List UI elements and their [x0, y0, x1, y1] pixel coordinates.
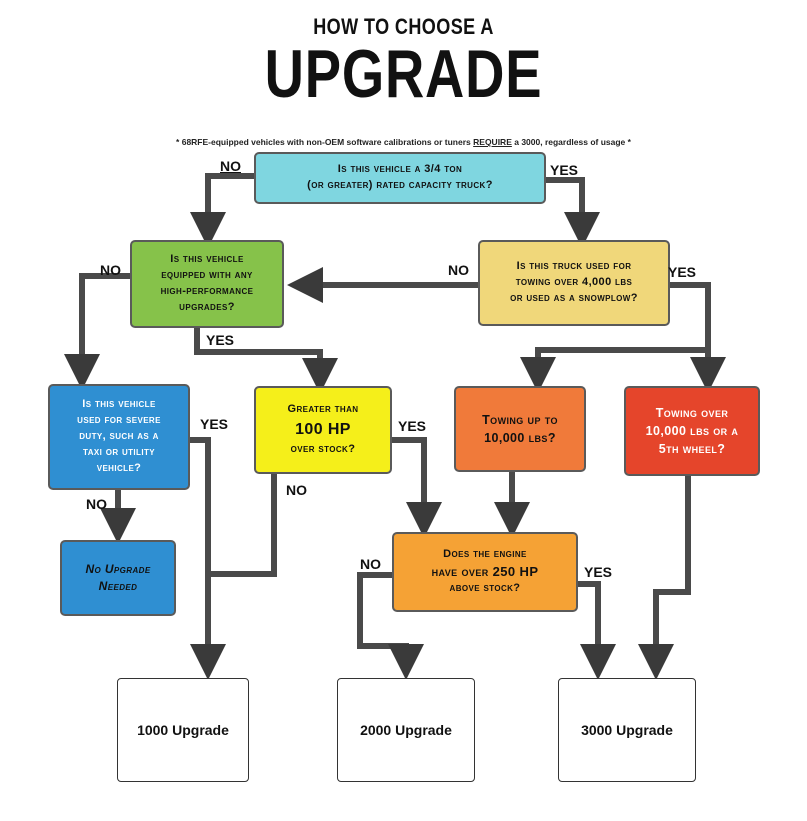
note-text-after: a 3000, regardless of usage * — [511, 137, 631, 147]
node-100hp-question: Greater than 100 HP over stock? — [254, 386, 392, 474]
tow10k-line1: Towing up to — [482, 412, 558, 427]
capacity-line1: Is this vehicle a 3/4 ton — [337, 163, 463, 176]
no-upgrade-line2: Needed — [98, 579, 138, 593]
label-severe-no: NO — [86, 496, 107, 512]
edge-capacity-no — [190, 173, 254, 248]
edge-100hp-yes — [392, 437, 442, 538]
250hp-line2: have over 250 HP — [431, 563, 539, 579]
performance-line1: Is this vehicle — [170, 253, 244, 266]
note-text-before: * 68RFE-equipped vehicles with non-OEM s… — [176, 137, 474, 147]
edge-250hp-yes — [578, 581, 616, 680]
node-towing-question: Is this truck used for towing over 4,000 … — [478, 240, 670, 326]
page-subtitle: HOW TO CHOOSE A — [313, 14, 494, 39]
note-emphasis: REQUIRE — [473, 137, 512, 147]
towing-line3: or used as a snowplow? — [510, 291, 638, 304]
performance-line3: high-performance — [160, 285, 254, 297]
label-100hp-no: NO — [286, 482, 307, 498]
edge-capacity-yes — [545, 177, 600, 248]
100hp-line2: 100 HP — [295, 421, 351, 439]
outcome-1000-label: 1000 Upgrade — [137, 722, 229, 738]
label-performance-no: NO — [100, 262, 121, 278]
page-title: UPGRADE — [264, 36, 543, 112]
250hp-line3: above stock? — [449, 582, 521, 595]
towover-line2: 10,000 lbs or a — [645, 423, 739, 438]
edge-100hp-no — [208, 472, 277, 577]
outcome-2000-label: 2000 Upgrade — [360, 722, 452, 738]
outcome-2000-upgrade: 2000 Upgrade — [337, 678, 475, 782]
outcome-1000-upgrade: 1000 Upgrade — [117, 678, 249, 782]
label-towing-yes: YES — [668, 264, 697, 280]
node-towing-over-question: Towing over 10,000 lbs or a 5th wheel? — [624, 386, 760, 476]
edge-performance-yes — [194, 328, 338, 394]
severe-line4: taxi or utility — [83, 445, 155, 458]
towover-line1: Towing over — [655, 405, 729, 420]
tow10k-line2: 10,000 lbs? — [484, 431, 556, 445]
severe-line2: used for severe — [77, 414, 161, 427]
outcome-3000-upgrade: 3000 Upgrade — [558, 678, 696, 782]
label-capacity-no: NO — [220, 158, 241, 174]
node-towing-10k-question: Towing up to 10,000 lbs? — [454, 386, 586, 472]
edge-severe-yes — [190, 437, 226, 680]
towing-line1: Is this truck used for — [516, 260, 632, 273]
severe-line3: duty, such as a — [79, 430, 159, 443]
node-250hp-question: Does the engine have over 250 HP above sto… — [392, 532, 578, 612]
edge-250hp-no — [357, 572, 424, 680]
label-250hp-no: NO — [360, 556, 381, 572]
outcome-3000-label: 3000 Upgrade — [581, 722, 673, 738]
label-capacity-yes: YES — [550, 162, 579, 178]
performance-line2: equipped with any — [161, 269, 253, 282]
edge-towover — [638, 476, 691, 680]
label-performance-yes: YES — [206, 332, 235, 348]
100hp-line1: Greater than — [287, 403, 359, 416]
capacity-line2: (or greater) rated capacity truck? — [307, 179, 493, 191]
100hp-line3: over stock? — [290, 442, 356, 455]
node-severe-duty-question: Is this vehicle used for severe duty, such… — [48, 384, 190, 490]
towover-line3: 5th wheel? — [658, 442, 726, 457]
severe-line1: Is this vehicle — [82, 398, 156, 411]
footnote-68rfe: * 68RFE-equipped vehicles with non-OEM s… — [0, 137, 807, 147]
label-towing-no: NO — [448, 262, 469, 278]
250hp-line1: Does the engine — [443, 547, 527, 560]
node-performance-question: Is this vehicle equipped with any high-per… — [130, 240, 284, 328]
no-upgrade-line1: No Upgrade — [85, 561, 151, 576]
label-100hp-yes: YES — [398, 418, 427, 434]
label-severe-yes: YES — [200, 416, 229, 432]
node-capacity-question: Is this vehicle a 3/4 ton (or greater) ra… — [254, 152, 546, 204]
label-250hp-yes: YES — [584, 564, 613, 580]
performance-line4: upgrades? — [179, 300, 235, 313]
severe-line5: vehicle? — [96, 461, 142, 474]
edge-performance-no — [64, 273, 132, 390]
towing-line2: towing over 4,000 lbs — [515, 276, 633, 289]
